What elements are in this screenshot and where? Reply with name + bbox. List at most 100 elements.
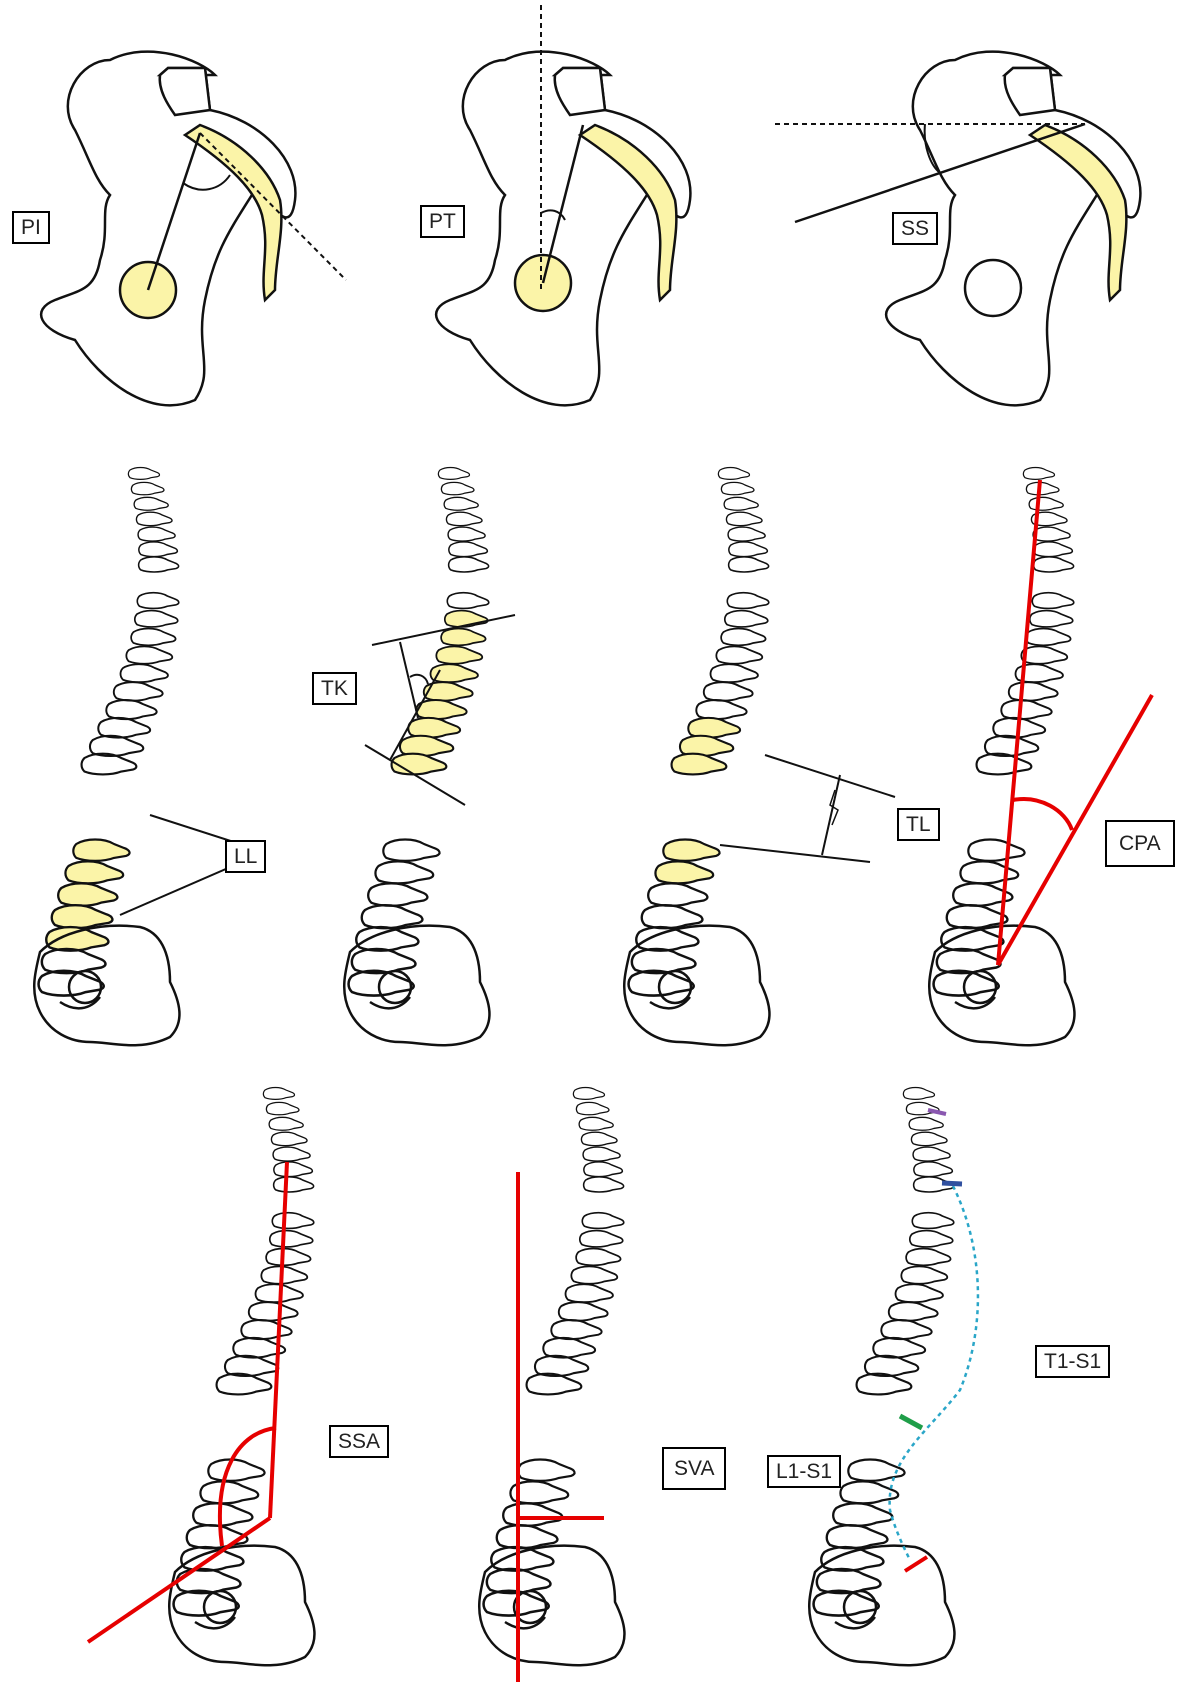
vertebra: [131, 628, 175, 645]
vertebra: [726, 512, 762, 526]
vertebra: [1030, 611, 1073, 627]
vertebra: [663, 840, 719, 861]
vertebra: [270, 1231, 313, 1247]
vertebra: [193, 1503, 252, 1525]
vertebra: [187, 1525, 248, 1548]
vertebra: [106, 700, 156, 719]
vertebra: [696, 700, 746, 719]
vertebra: [408, 718, 460, 738]
vertebra: [584, 1177, 624, 1192]
vertebra: [368, 883, 427, 905]
vertebra: [449, 542, 488, 557]
label-tl: TL: [897, 808, 940, 841]
spine-panel-tl: [624, 468, 769, 1046]
vertebra: [947, 905, 1008, 928]
vertebra: [571, 1266, 617, 1283]
vertebra: [272, 1213, 313, 1229]
vertebra: [438, 468, 469, 480]
vertebra: [914, 1162, 953, 1177]
vertebra: [1026, 628, 1070, 645]
vertebra: [910, 1231, 953, 1247]
vertebra: [911, 1132, 947, 1146]
label-l1s1: L1-S1: [767, 1455, 841, 1488]
vertebra: [136, 512, 172, 526]
vertebra: [721, 628, 765, 645]
vertebra: [1026, 482, 1059, 494]
vertebra: [73, 840, 129, 861]
vertebra: [121, 664, 168, 682]
vertebra: [448, 527, 485, 541]
vertebra: [729, 557, 769, 572]
vertebra: [817, 1569, 881, 1593]
vertebra: [261, 1266, 307, 1283]
label-cpa: CPA: [1105, 820, 1175, 867]
spine-panel-ll: [34, 468, 179, 1046]
vertebra: [416, 700, 466, 719]
vertebra: [688, 718, 740, 738]
vertebra: [873, 1338, 925, 1358]
vertebra: [269, 1117, 303, 1130]
vertebra: [126, 646, 172, 663]
pelvis-panel-pt: [436, 5, 690, 405]
vertebra: [827, 1525, 888, 1548]
vertebra: [208, 1460, 264, 1481]
vertebra: [137, 593, 178, 609]
vertebra: [1023, 468, 1054, 480]
vertebra: [889, 1302, 938, 1321]
vertebra: [1034, 557, 1074, 572]
vertebra: [200, 1481, 258, 1503]
vertebra: [573, 1088, 604, 1100]
spine-panel-t1s1: [809, 1088, 954, 1666]
vertebra: [913, 1147, 950, 1161]
vertebra: [1033, 527, 1070, 541]
vertebra: [584, 1162, 623, 1177]
vertebra: [543, 1338, 595, 1358]
vertebra: [579, 1117, 613, 1130]
vertebra: [139, 557, 179, 572]
vertebra: [576, 1102, 609, 1114]
vertebra: [581, 1132, 617, 1146]
vertebra: [576, 1248, 620, 1265]
label-sva: SVA: [662, 1447, 726, 1490]
vertebra: [441, 628, 485, 645]
vertebra: [518, 1460, 574, 1481]
vertebra: [441, 482, 474, 494]
vertebra: [728, 527, 765, 541]
vertebra: [727, 593, 768, 609]
vertebra: [1009, 682, 1058, 701]
vertebra: [721, 482, 754, 494]
vertebra: [58, 883, 117, 905]
vertebra: [375, 861, 433, 883]
label-ssa: SSA: [329, 1425, 389, 1458]
vertebra: [840, 1481, 898, 1503]
vertebra: [446, 512, 482, 526]
vertebra: [881, 1320, 931, 1339]
vertebra: [352, 949, 416, 973]
vertebra: [711, 664, 758, 682]
vertebra: [392, 754, 447, 775]
vertebra: [833, 1503, 892, 1525]
vertebra: [672, 754, 727, 775]
tl-angle-lines: [720, 755, 895, 862]
vertebra: [559, 1302, 608, 1321]
vertebra: [968, 840, 1024, 861]
vertebra: [114, 682, 163, 701]
vertebra: [249, 1302, 298, 1321]
vertebra: [274, 1177, 314, 1192]
vertebra: [583, 1147, 620, 1161]
vertebra: [447, 593, 488, 609]
vertebra: [909, 1117, 943, 1130]
vertebra: [135, 611, 178, 627]
spine-panel-tk: [344, 468, 489, 1046]
vertebra: [1001, 700, 1051, 719]
vertebra: [718, 468, 749, 480]
pelvis-panel-pi: [41, 52, 346, 406]
vertebra: [42, 949, 106, 973]
vertebra: [271, 1132, 307, 1146]
vertebra: [1034, 542, 1073, 557]
vertebra: [632, 949, 696, 973]
pelvis-panel-ss: [775, 52, 1140, 406]
vertebra: [901, 1266, 947, 1283]
label-pi: PI: [12, 211, 50, 244]
